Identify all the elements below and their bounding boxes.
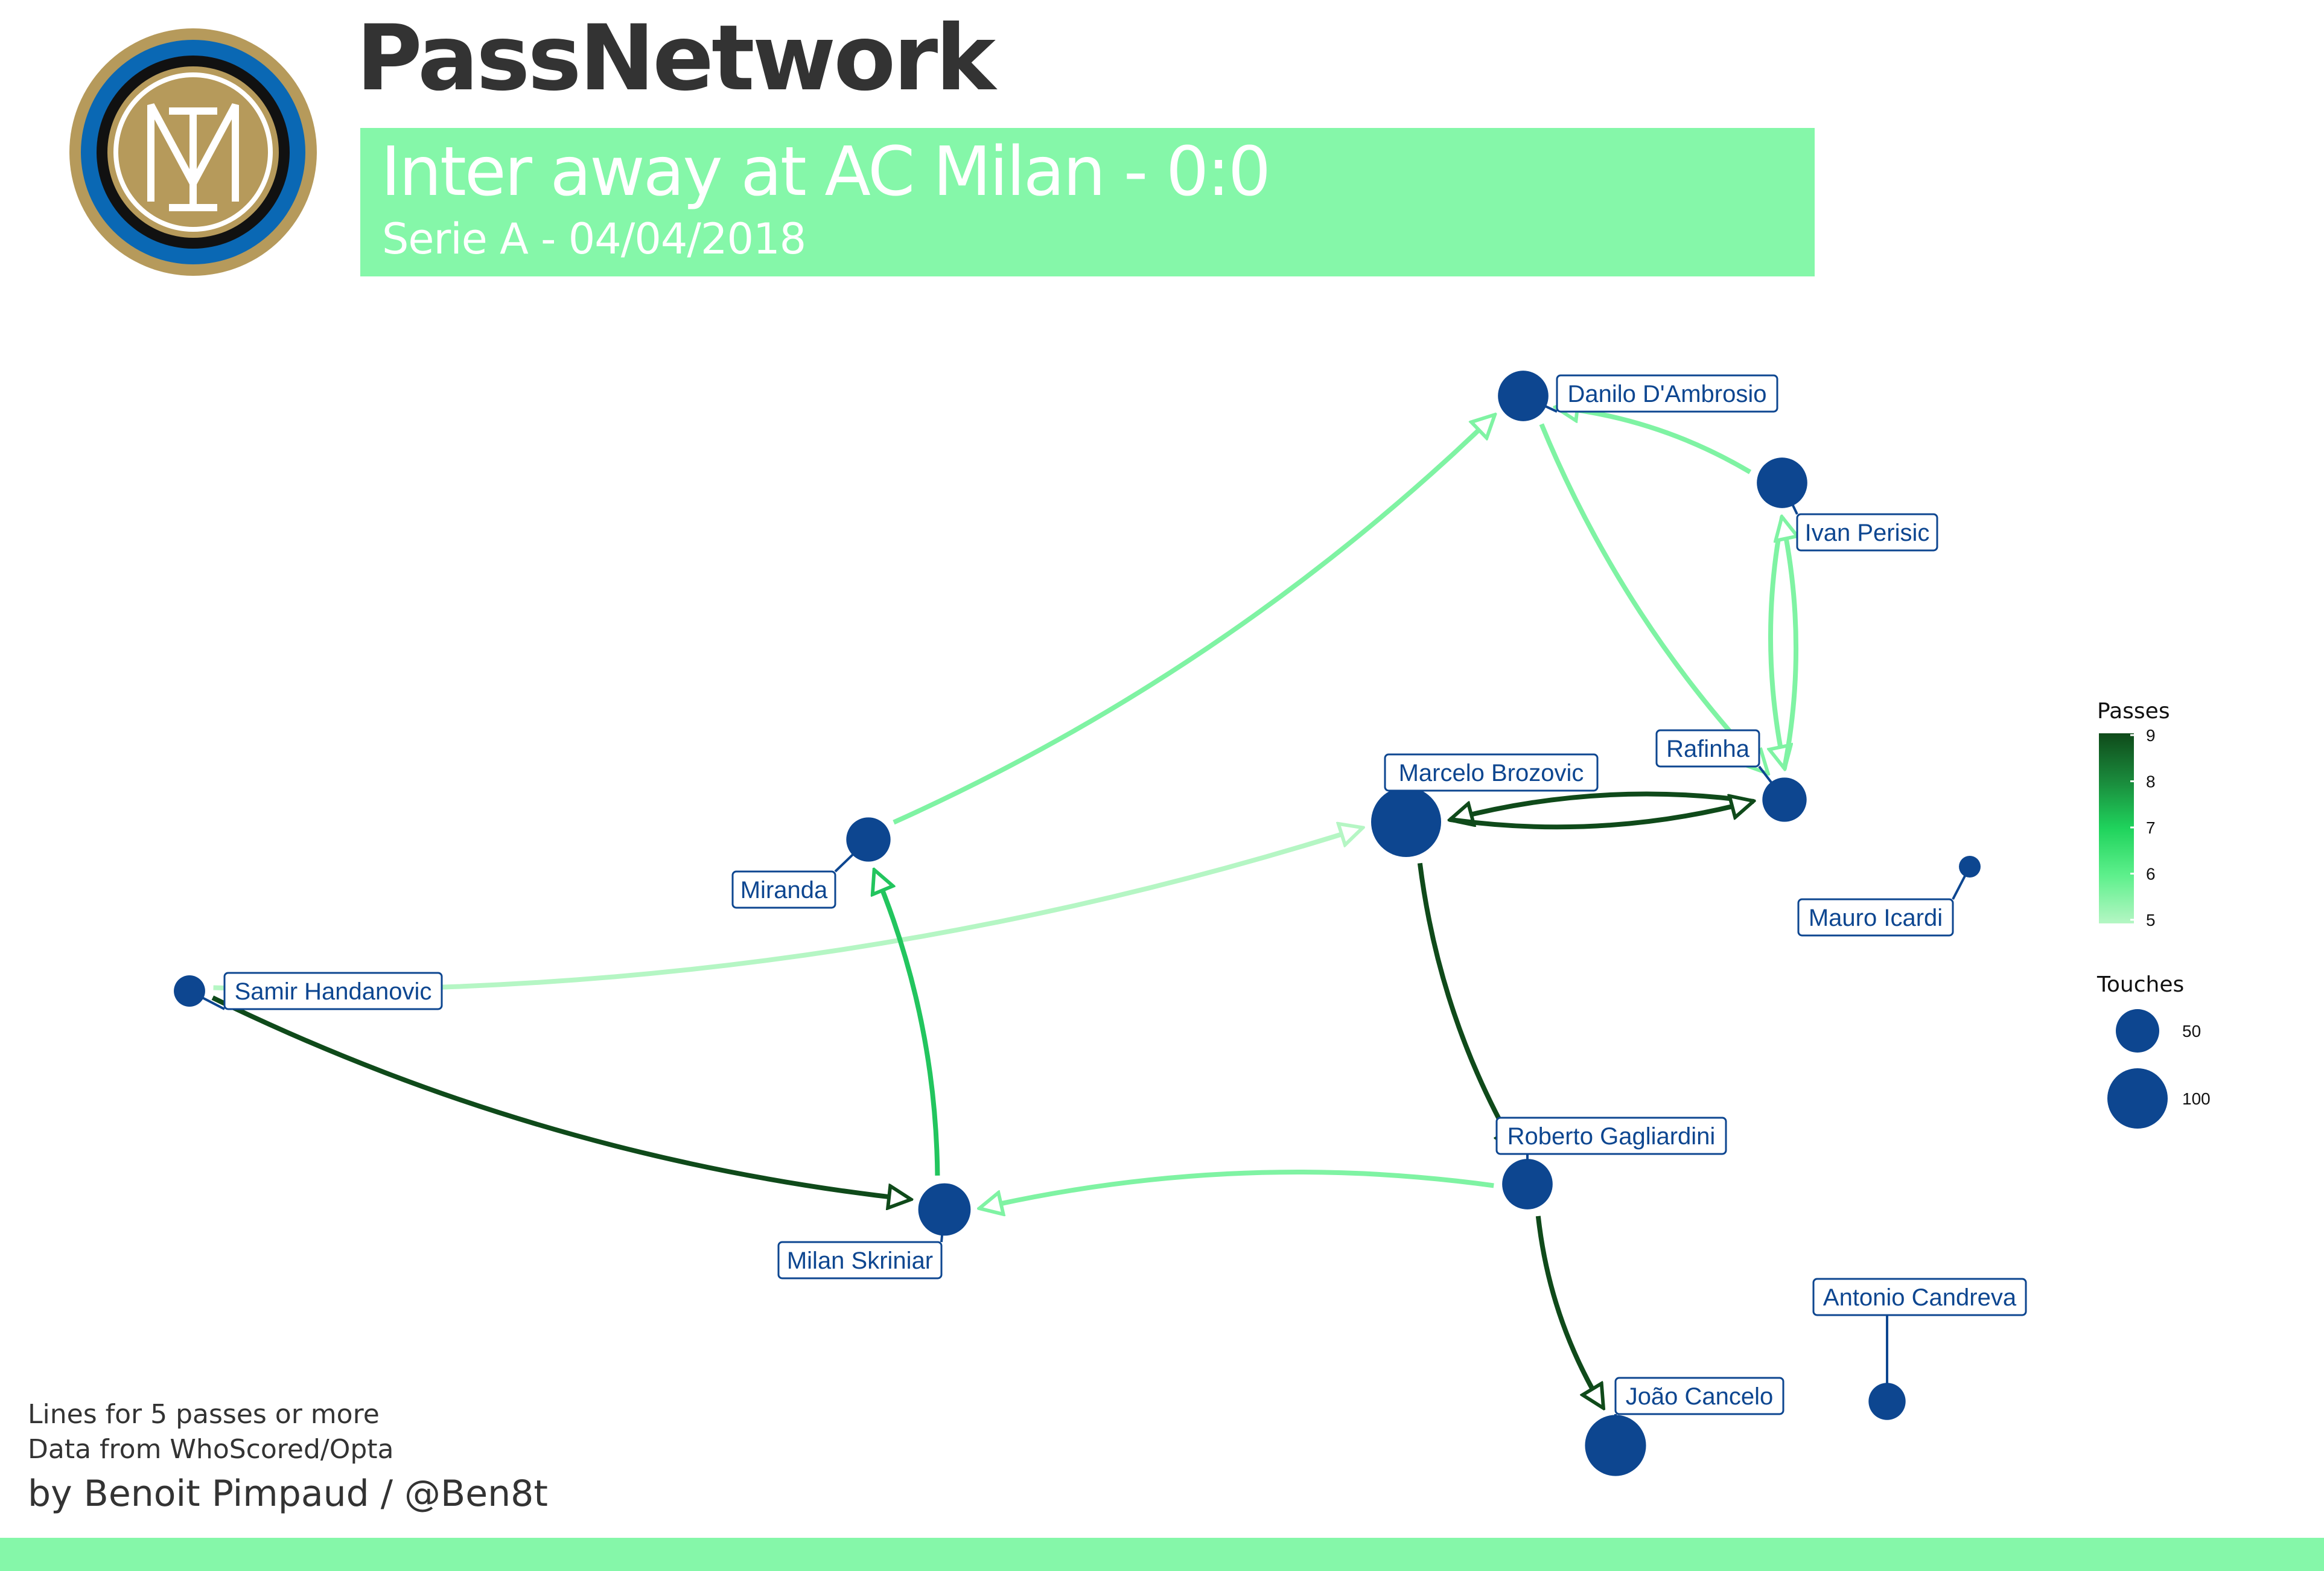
pass-edge xyxy=(1782,519,1796,770)
player-node[interactable] xyxy=(1502,1159,1553,1209)
player-label-box xyxy=(1495,1117,1727,1155)
player-label: Antonio Candreva xyxy=(1812,1278,2027,1316)
player-name: Mauro Icardi xyxy=(1809,905,1943,931)
pass-edges xyxy=(211,407,1796,1406)
legend-passes-tick-label: 6 xyxy=(2146,865,2156,884)
legend-passes-tick-label: 9 xyxy=(2146,726,2156,745)
legend-passes-title: Passes xyxy=(2097,699,2170,724)
pass-edge xyxy=(1771,516,1784,766)
player-label: Ivan Perisic xyxy=(1796,513,1938,552)
legend-passes-tick-label: 8 xyxy=(2146,773,2156,791)
pass-edge xyxy=(211,995,909,1199)
player-label-box xyxy=(777,1241,943,1279)
player-label-box xyxy=(1384,753,1599,792)
player-name: João Cancelo xyxy=(1626,1383,1774,1410)
player-label-box xyxy=(1797,898,1954,937)
player-label-box xyxy=(1812,1278,2027,1316)
pass-edge xyxy=(875,872,940,1176)
pass-edge xyxy=(1417,862,1516,1150)
player-label: Milan Skriniar xyxy=(777,1241,943,1279)
legend-touches-label: 50 xyxy=(2182,1022,2201,1040)
legend-passes-tick-label: 7 xyxy=(2146,818,2156,837)
player-label: Rafinha xyxy=(1655,729,1760,768)
player-node[interactable] xyxy=(1498,371,1549,421)
player-name: Ivan Perisic xyxy=(1805,520,1930,546)
inter-milan-crest-logo xyxy=(69,28,317,276)
player-label-box xyxy=(1796,513,1938,552)
footer-note-lines: Lines for 5 passes or more xyxy=(28,1399,380,1430)
player-label-box xyxy=(223,972,443,1010)
match-subtitle: Serie A - 04/04/2018 xyxy=(382,214,806,264)
player-name: Milan Skriniar xyxy=(787,1248,933,1274)
player-name: Danilo D'Ambrosio xyxy=(1568,381,1767,407)
bottom-accent-bar xyxy=(0,1538,2324,1571)
footer-credit: by Benoit Pimpaud / @Ben8t xyxy=(28,1473,548,1515)
player-nodes xyxy=(174,371,1981,1476)
player-name: Rafinha xyxy=(1666,736,1750,762)
pass-edge xyxy=(213,828,1361,992)
player-name: Antonio Candreva xyxy=(1823,1284,2017,1311)
player-label-box xyxy=(1655,729,1760,768)
player-node[interactable] xyxy=(1371,787,1441,857)
legend-touches-label: 100 xyxy=(2182,1089,2211,1108)
player-label-box xyxy=(1556,374,1778,413)
player-label: Marcelo Brozovic xyxy=(1384,753,1599,792)
player-label: João Cancelo xyxy=(1614,1377,1784,1415)
player-node[interactable] xyxy=(1757,457,1807,508)
player-label: Miranda xyxy=(731,870,836,909)
player-label: Mauro Icardi xyxy=(1797,898,1954,937)
pass-edge xyxy=(1558,407,1752,474)
legend-touches-circle xyxy=(2107,1068,2168,1129)
player-node[interactable] xyxy=(1959,856,1981,878)
player-name: Marcelo Brozovic xyxy=(1399,760,1584,786)
player-label-box xyxy=(731,870,836,909)
player-name: Roberto Gagliardini xyxy=(1507,1123,1716,1150)
pass-edge xyxy=(1449,801,1752,830)
page-title: PassNetwork xyxy=(356,6,996,111)
pass-edge xyxy=(1452,791,1754,820)
player-label: Danilo D'Ambrosio xyxy=(1556,374,1778,413)
label-connectors xyxy=(189,395,1971,1445)
pass-edge xyxy=(893,416,1494,825)
player-label: Roberto Gagliardini xyxy=(1495,1117,1727,1155)
pass-edge xyxy=(1539,423,1766,772)
player-node[interactable] xyxy=(1868,1383,1906,1420)
player-label: Samir Handanovic xyxy=(223,972,443,1010)
player-node[interactable] xyxy=(1762,777,1807,822)
pass-edge xyxy=(1535,1216,1602,1406)
player-node[interactable] xyxy=(846,817,891,862)
player-node[interactable] xyxy=(1585,1415,1646,1476)
player-node[interactable] xyxy=(918,1183,971,1236)
footer-note-data: Data from WhoScored/Opta xyxy=(28,1434,394,1465)
legend-passes-tick-label: 5 xyxy=(2146,911,2156,929)
player-name: Samir Handanovic xyxy=(235,978,432,1005)
pass-edge xyxy=(981,1170,1494,1208)
match-banner: Inter away at AC Milan - 0:0 Serie A - 0… xyxy=(360,128,1815,276)
player-label-box xyxy=(1614,1377,1784,1415)
player-node[interactable] xyxy=(174,975,205,1007)
player-name: Miranda xyxy=(740,877,828,903)
legend-touches-circle xyxy=(2116,1009,2159,1053)
match-title: Inter away at AC Milan - 0:0 xyxy=(381,133,1271,211)
legend-passes-colorbar xyxy=(2099,733,2134,923)
legend-touches-title: Touches xyxy=(2096,972,2184,997)
